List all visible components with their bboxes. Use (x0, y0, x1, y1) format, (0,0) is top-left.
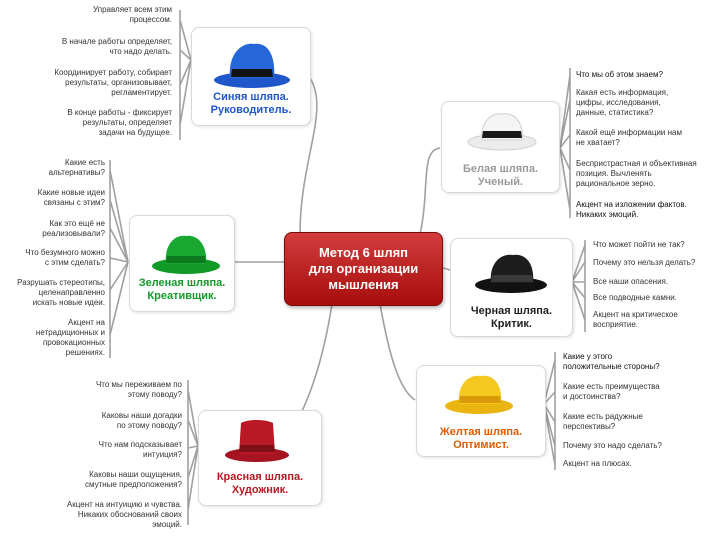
central-topic[interactable]: Метод 6 шляп для организации мышления (284, 232, 443, 306)
white-item-4: Беспристрастная и объективная позиция. В… (576, 159, 697, 188)
blue-item-3: Координирует работу, собирает результаты… (54, 68, 172, 97)
white-item-3: Какой ещё информации нам не хватает? (576, 128, 682, 147)
yellow-item-2: Какие есть преимущества и достоинства? (563, 382, 660, 401)
green-hat-card[interactable]: Зеленая шляпа. Креативщик. (129, 215, 235, 312)
green-item-1: Какие есть альтернативы? (48, 158, 105, 177)
blue-item-4: В конце работы - фиксирует результаты, о… (67, 108, 172, 137)
red-hat-label: Красная шляпа. Художник. (216, 471, 304, 496)
red-item-1: Что мы переживаем по этому поводу? (95, 380, 182, 399)
yellow-hat-icon (445, 375, 513, 414)
white-item-2: Какая есть информация, цифры, исследован… (576, 88, 669, 117)
yellow-item-1: Какие у этого положительные стороны? (563, 352, 660, 371)
black-item-1: Что может пойти не так? (593, 240, 685, 249)
yellow-hat-card[interactable]: Желтая шляпа. Оптимист. (416, 365, 546, 457)
blue-hat-icon (214, 43, 290, 88)
red-item-5: Акцент на интуицию и чувства. Никаких об… (66, 500, 182, 529)
black-hat-label: Черная шляпа. Критик. (470, 305, 553, 330)
red-hat-card[interactable]: Красная шляпа. Художник. (198, 410, 322, 506)
black-hat-card[interactable]: Черная шляпа. Критик. (450, 238, 573, 337)
red-hat-icon (225, 420, 289, 462)
blue-hat-label: Синяя шляпа. Руководитель. (210, 91, 292, 116)
green-hat-icon (152, 235, 220, 274)
white-hat-icon (467, 113, 537, 151)
yellow-item-5: Акцент на плюсах. (563, 459, 632, 468)
green-item-3: Как это ещё не реализовывали? (42, 219, 105, 238)
green-item-5: Разрушать стереотипы, целенаправленно ис… (17, 278, 105, 307)
green-hat-label: Зеленая шляпа. Креативщик. (138, 277, 226, 302)
green-item-4: Что безумного можно с этим сделать? (25, 248, 105, 267)
black-item-3: Все наши опасения. (593, 277, 669, 286)
white-hat-card[interactable]: Белая шляпа. Ученый. (441, 101, 560, 193)
blue-hat-card[interactable]: Синяя шляпа. Руководитель. (191, 27, 311, 126)
white-item-1: Что мы об этом знаем? (576, 70, 663, 79)
yellow-item-3: Какие есть радужные перспективы? (563, 412, 643, 431)
yellow-item-4: Почему это надо сделать? (563, 441, 662, 450)
red-item-2: Каковы наши догадки по этому поводу? (101, 411, 182, 430)
green-item-6: Акцент на нетрадиционных и провокационны… (35, 318, 105, 357)
white-hat-label: Белая шляпа. Ученый. (463, 163, 538, 188)
red-item-4: Каковы наши ощущения, смутные предположе… (84, 470, 182, 489)
white-item-5: Акцент на изложении фактов. Никаких эмоц… (576, 200, 687, 219)
green-item-2: Какие новые идеи связаны с этим? (37, 188, 105, 207)
yellow-hat-label: Желтая шляпа. Оптимист. (439, 426, 523, 451)
blue-item-1: Управляет всем этим процессом. (93, 5, 172, 24)
red-item-3: Что нам подсказывает интуиция? (98, 440, 182, 459)
black-item-2: Почему это нельзя делать? (593, 258, 696, 267)
black-hat-icon (475, 254, 547, 293)
black-item-4: Все подводные камни. (593, 293, 677, 302)
blue-item-2: В начале работы определяет, что надо дел… (61, 37, 172, 56)
black-item-5: Акцент на критическое восприятие. (593, 310, 678, 329)
